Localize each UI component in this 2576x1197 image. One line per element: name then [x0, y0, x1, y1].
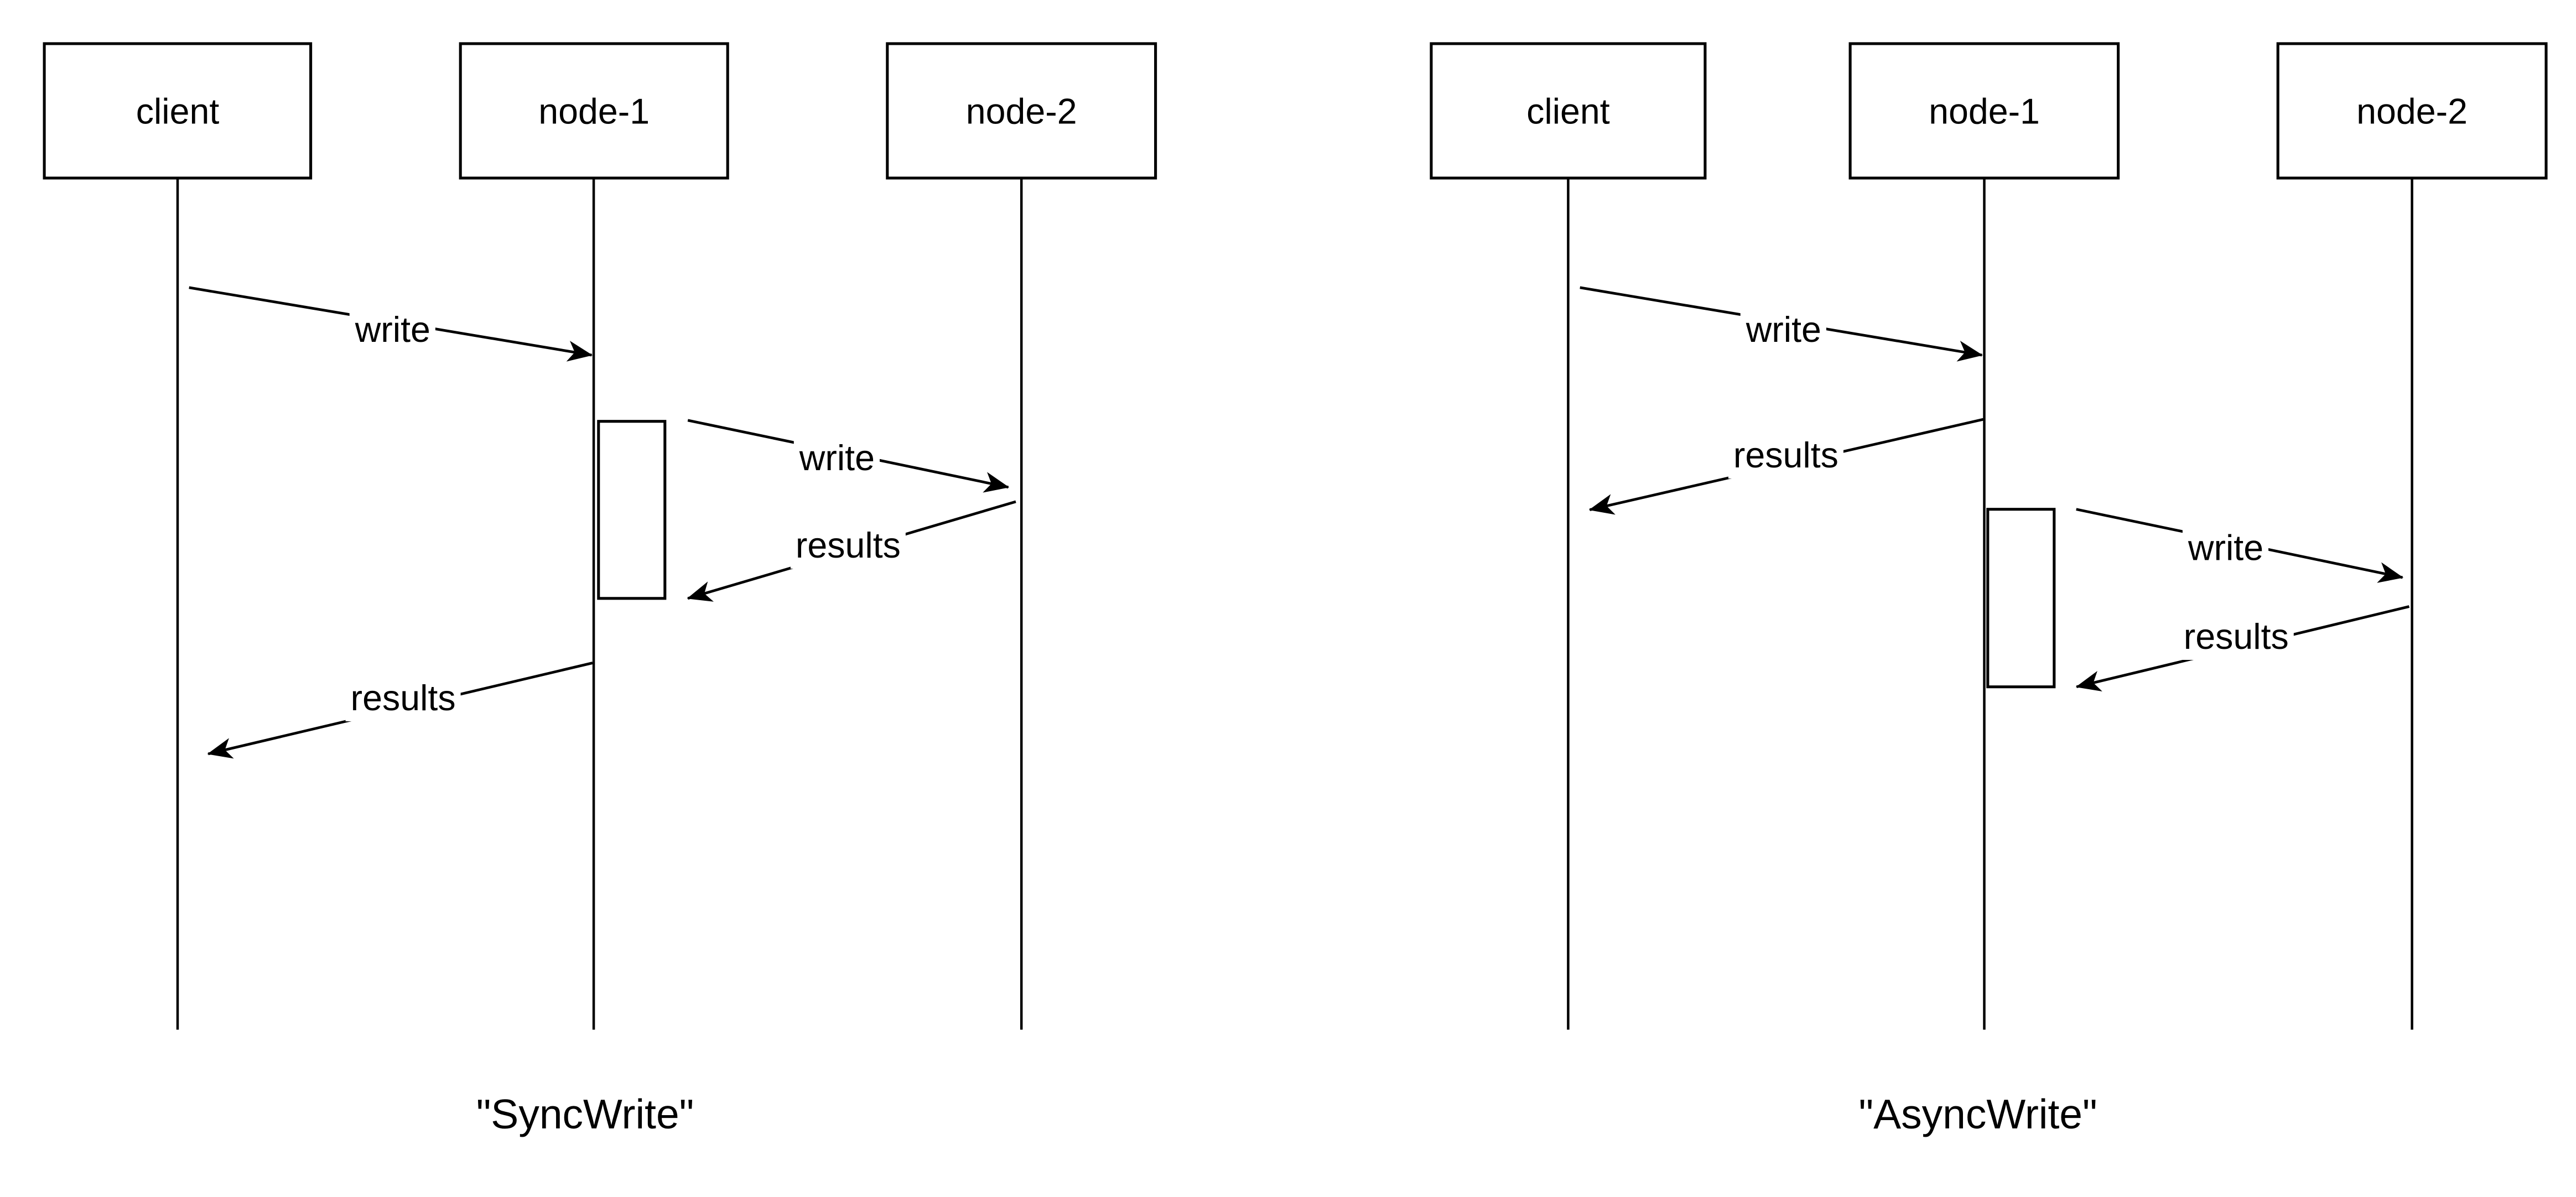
actor-box-node-1 — [1848, 42, 2120, 180]
actor-label-node-1: node-1 — [538, 92, 650, 132]
actor-label-client: client — [136, 92, 220, 132]
actor-box-node-2 — [886, 42, 1157, 180]
actor-label-node-2: node-2 — [966, 92, 1077, 132]
actor-box-client — [43, 42, 313, 180]
diagram-syncwrite: client node-1 node-2 write write results… — [43, 42, 1157, 1137]
message-label-write-1: write — [1746, 310, 1821, 350]
message-label-results-1: results — [796, 525, 901, 565]
caption-asyncwrite: "AsyncWrite" — [1859, 1091, 2097, 1137]
label-backing — [1728, 432, 1843, 479]
message-label-results-2: results — [2184, 617, 2289, 657]
diagram-asyncwrite: client node-1 node-2 write results write… — [1430, 42, 2548, 1137]
label-backing — [793, 434, 880, 481]
label-backing — [2178, 613, 2294, 660]
actor-box-node-1 — [459, 42, 729, 180]
message-label-results-1: results — [1733, 435, 1838, 475]
label-backing — [790, 522, 906, 569]
label-backing — [2182, 524, 2269, 571]
actor-label-client: client — [1526, 92, 1610, 132]
label-backing — [1740, 306, 1826, 353]
label-backing — [345, 675, 461, 722]
activation-bar-node-1 — [597, 420, 667, 600]
activation-bar-node-1 — [1986, 508, 2056, 689]
actor-box-node-2 — [2276, 42, 2548, 180]
actor-label-node-1: node-1 — [1929, 92, 2040, 132]
actor-label-node-2: node-2 — [2356, 92, 2468, 132]
actor-box-client — [1430, 42, 1707, 180]
message-label-results-2: results — [351, 678, 456, 718]
caption-syncwrite: "SyncWrite" — [476, 1091, 694, 1137]
message-label-write-2: write — [799, 438, 875, 478]
message-label-write-2: write — [2188, 528, 2263, 568]
label-backing — [349, 306, 435, 353]
message-label-write-1: write — [355, 310, 430, 350]
